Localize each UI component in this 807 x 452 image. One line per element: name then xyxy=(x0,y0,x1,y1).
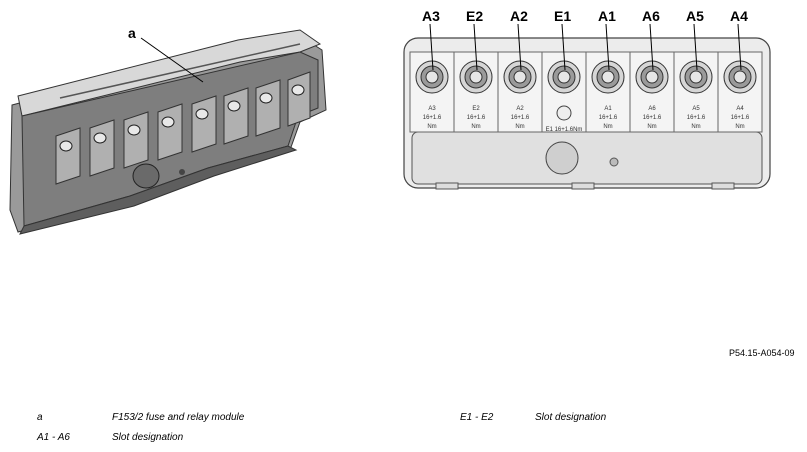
slot-e2-unit: Nm xyxy=(471,124,480,130)
callout-a5-label: A5 xyxy=(686,8,704,24)
slot-a5: A5 16+1.6Nm xyxy=(673,23,719,133)
callout-a3-label: A3 xyxy=(422,8,440,24)
callout-a2-label: A2 xyxy=(510,8,528,24)
legend-right-desc-0: Slot designation xyxy=(535,412,607,423)
module-grommet xyxy=(132,163,160,189)
callout-a5-leader xyxy=(693,23,698,71)
slot-a4-unit: Nm xyxy=(735,124,744,130)
callout-a3-leader xyxy=(429,23,434,71)
callout-a4-label: A4 xyxy=(730,8,748,24)
front-grommet xyxy=(545,141,579,175)
callout-a1-label: A1 xyxy=(598,8,616,24)
callout-e1-leader xyxy=(561,23,566,71)
slot-e2-label: E2 xyxy=(472,106,480,112)
slot-a4-label: A4 xyxy=(736,106,744,112)
slot-e2: E2 16+1.6Nm xyxy=(453,23,499,133)
slot-a1-rating: 16+1.6 xyxy=(599,115,618,121)
slot-a2-unit: Nm xyxy=(515,124,524,130)
module-front-view-drawing: A3 16+1.6Nm E2 16+1.6Nm A2 16+1.6Nm E1 16+1.6N… xyxy=(403,23,771,190)
slot-a1-label: A1 xyxy=(604,106,612,112)
slot-e2-rating: 16+1.6 xyxy=(467,115,486,121)
slot-a5-unit: Nm xyxy=(691,124,700,130)
module-terminal-studs xyxy=(59,84,305,152)
slot-a3: A3 16+1.6Nm xyxy=(409,23,455,133)
callout-e2-leader xyxy=(473,23,478,71)
legend-right-key-0: E1 - E2 xyxy=(460,412,494,423)
callout-a4-leader xyxy=(737,23,742,71)
legend-left-key-0: a xyxy=(37,412,43,423)
slot-a6-label: A6 xyxy=(648,106,656,112)
slot-a4: A4 16+1.6Nm xyxy=(717,23,763,133)
slot-a6-unit: Nm xyxy=(647,124,656,130)
slot-a3-unit: Nm xyxy=(427,124,436,130)
callout-e1-label: E1 xyxy=(554,8,572,24)
callout-a-label: a xyxy=(128,25,136,41)
slot-e1: E1 16+1.6Nm xyxy=(541,23,587,133)
callout-a-leader xyxy=(140,37,204,83)
callout-e2-label: E2 xyxy=(466,8,484,24)
slot-a6: A6 16+1.6Nm xyxy=(629,23,675,133)
callout-a1-leader xyxy=(605,23,610,71)
figure-id: P54.15-A054-09 xyxy=(729,348,795,358)
slot-a4-rating: 16+1.6 xyxy=(731,115,750,121)
slot-a2-rating: 16+1.6 xyxy=(511,115,530,121)
callout-a2-leader xyxy=(517,23,522,71)
legend-left-desc-1: Slot designation xyxy=(112,432,184,443)
slot-e1-torque-label: E1 16+1.6Nm xyxy=(546,127,583,133)
legend-left-key-1: A1 - A6 xyxy=(37,432,70,443)
slot-a5-label: A5 xyxy=(692,106,700,112)
slot-a3-rating: 16+1.6 xyxy=(423,115,442,121)
callout-a6-label: A6 xyxy=(642,8,660,24)
module-perspective-drawing xyxy=(9,29,327,235)
slot-a1: A1 16+1.6Nm xyxy=(585,23,631,133)
slot-a2-label: A2 xyxy=(516,106,524,112)
slot-a1-unit: Nm xyxy=(603,124,612,130)
slot-a3-label: A3 xyxy=(428,106,436,112)
callout-a6-leader xyxy=(649,23,654,71)
legend-left-desc-0: F153/2 fuse and relay module xyxy=(112,412,245,423)
slot-a6-rating: 16+1.6 xyxy=(643,115,662,121)
slot-a5-rating: 16+1.6 xyxy=(687,115,706,121)
